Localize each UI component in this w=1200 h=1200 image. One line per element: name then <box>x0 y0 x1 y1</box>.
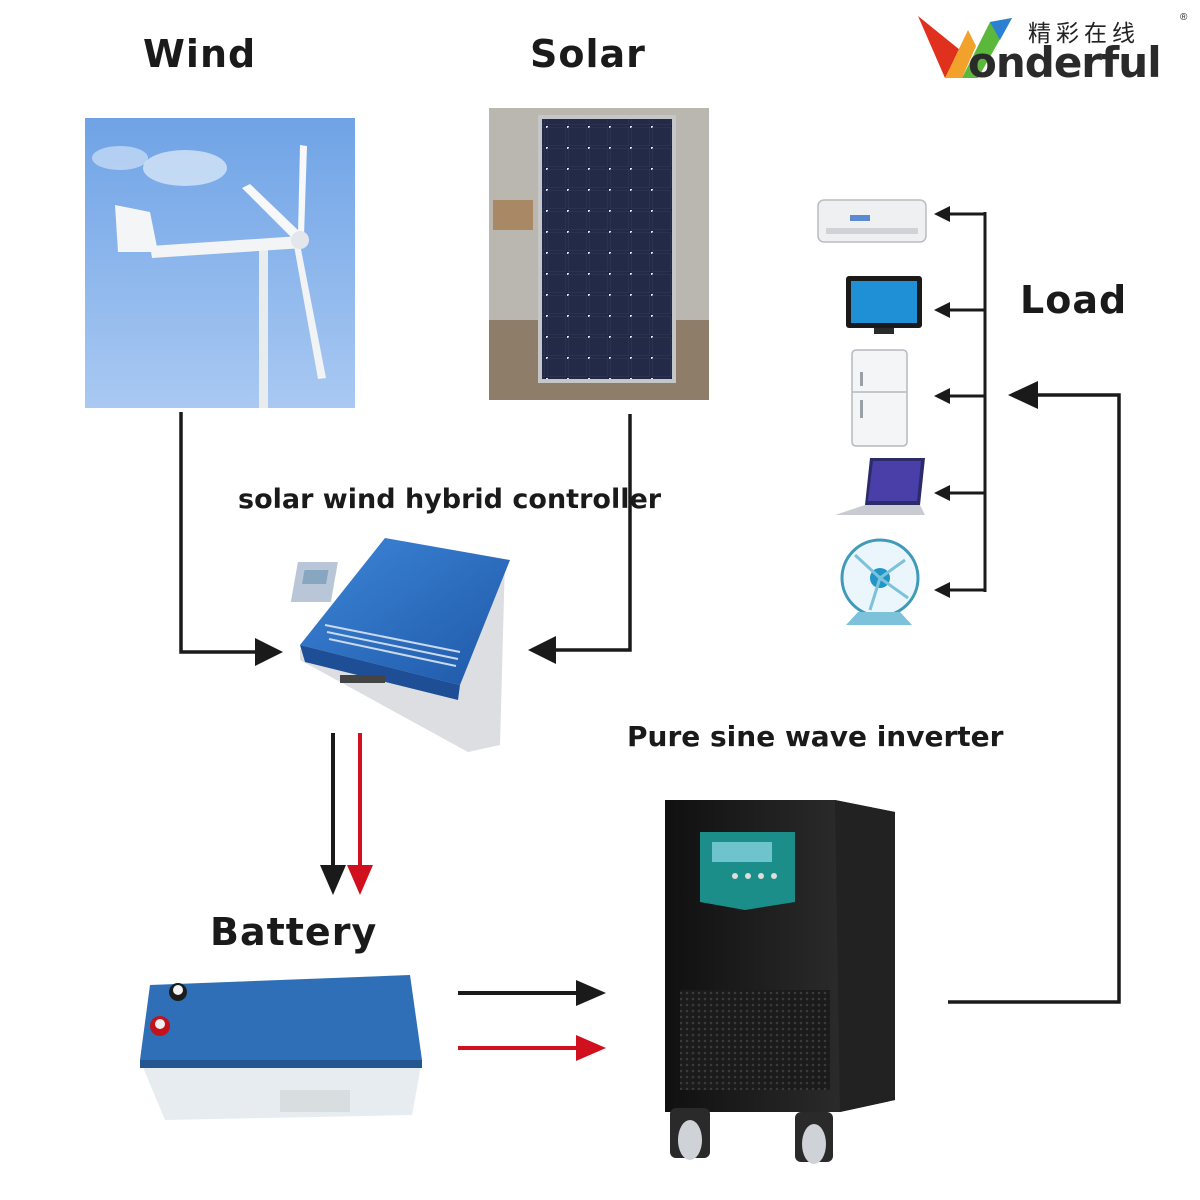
load-label: Load <box>1020 278 1128 322</box>
controller-image <box>290 538 510 752</box>
logo-wordmark: onderful <box>968 38 1162 87</box>
logo-chinese-text: 精彩在线 <box>1028 21 1140 47</box>
solar-panel-image <box>489 108 709 400</box>
laptop-icon <box>835 458 925 515</box>
refrigerator-icon <box>851 349 908 447</box>
wind-label: Wind <box>143 32 257 76</box>
battery-to-inverter-arrow <box>458 980 606 1061</box>
battery-image <box>140 975 422 1120</box>
load-bus-arrows <box>934 206 987 598</box>
controller-to-battery-arrow <box>320 733 373 895</box>
inverter-to-load-arrow <box>948 381 1121 1004</box>
solar-label: Solar <box>530 32 646 76</box>
tv-icon <box>846 276 922 334</box>
wind-turbine-image <box>85 118 355 408</box>
inverter-label: Pure sine wave inverter <box>627 720 1004 753</box>
air-conditioner-icon <box>817 199 927 243</box>
inverter-image <box>665 800 895 1164</box>
logo-registered-mark: ® <box>1180 12 1188 23</box>
battery-label: Battery <box>210 910 378 954</box>
fan-icon <box>840 538 920 625</box>
solar-to-controller-arrow <box>528 414 632 664</box>
logo-mark-icon <box>918 16 1012 78</box>
wind-to-controller-arrow <box>179 412 283 666</box>
controller-label: solar wind hybrid controller <box>238 484 662 515</box>
